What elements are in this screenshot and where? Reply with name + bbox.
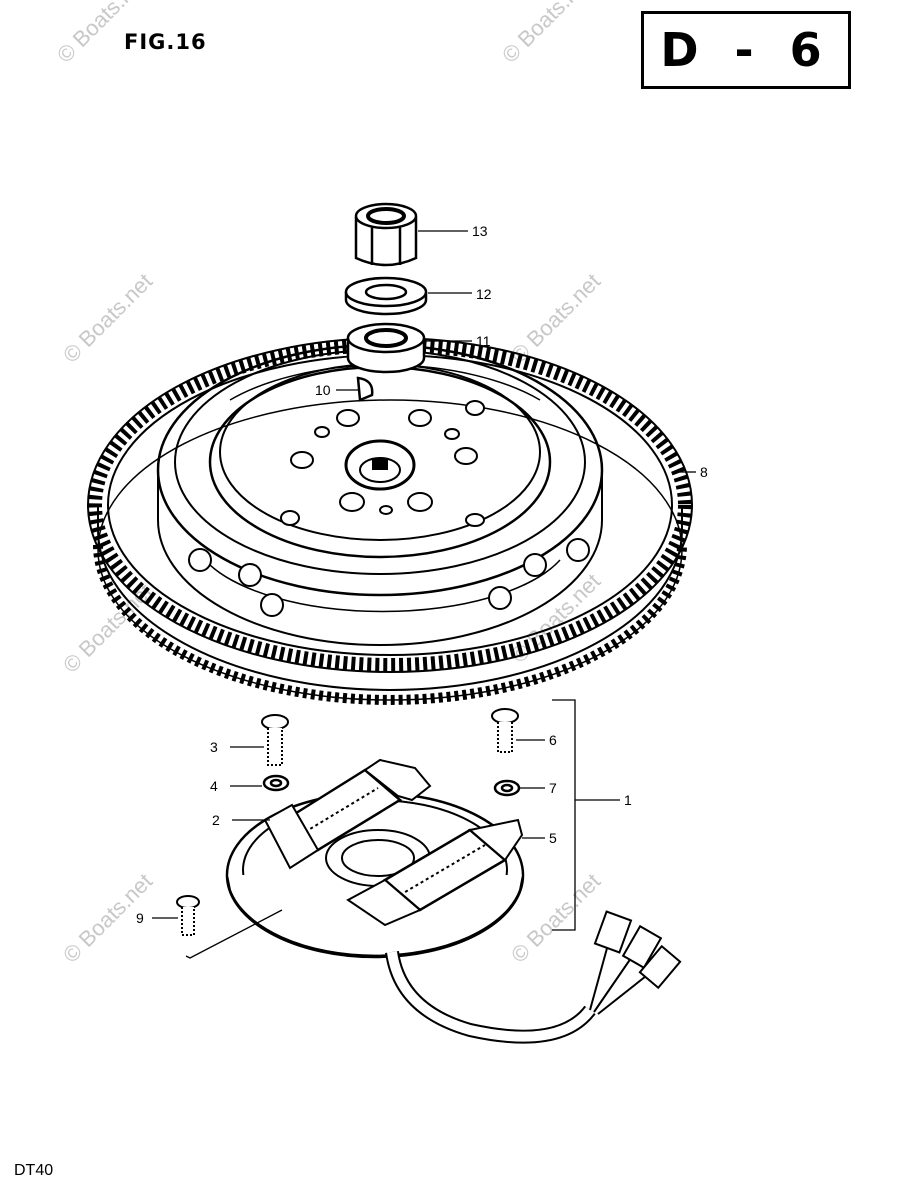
- stator-assembly: [225, 758, 682, 1044]
- callout-1: 1: [624, 792, 632, 808]
- flywheel: [87, 337, 693, 705]
- sheet-code: D - 6: [660, 23, 832, 77]
- screw: [176, 895, 200, 936]
- callout-4: 4: [210, 778, 218, 794]
- callout-3: 3: [210, 739, 218, 755]
- screw: [491, 708, 519, 753]
- callout-7: 7: [549, 780, 557, 796]
- callout-labels: 13 12 11 10 8 3 4 2 9 6 7 5 1: [136, 223, 708, 926]
- callout-8: 8: [700, 464, 708, 480]
- washer: [344, 276, 428, 316]
- callout-13: 13: [472, 223, 488, 239]
- callout-2: 2: [212, 812, 220, 828]
- key: [356, 376, 374, 402]
- nut: [354, 202, 418, 267]
- callout-6: 6: [549, 732, 557, 748]
- sheet-code-box: D - 6: [641, 11, 851, 89]
- callout-10: 10: [315, 382, 331, 398]
- screw: [261, 714, 289, 766]
- callout-12: 12: [476, 286, 492, 302]
- callout-11: 11: [476, 333, 491, 349]
- figure-label: FIG.16: [124, 30, 207, 54]
- washer: [493, 779, 521, 797]
- model-label: DT40: [14, 1162, 54, 1179]
- callout-9: 9: [136, 910, 144, 926]
- callout-5: 5: [549, 830, 557, 846]
- leader-lines: [152, 230, 696, 959]
- washer: [262, 774, 290, 792]
- spacer: [346, 322, 426, 374]
